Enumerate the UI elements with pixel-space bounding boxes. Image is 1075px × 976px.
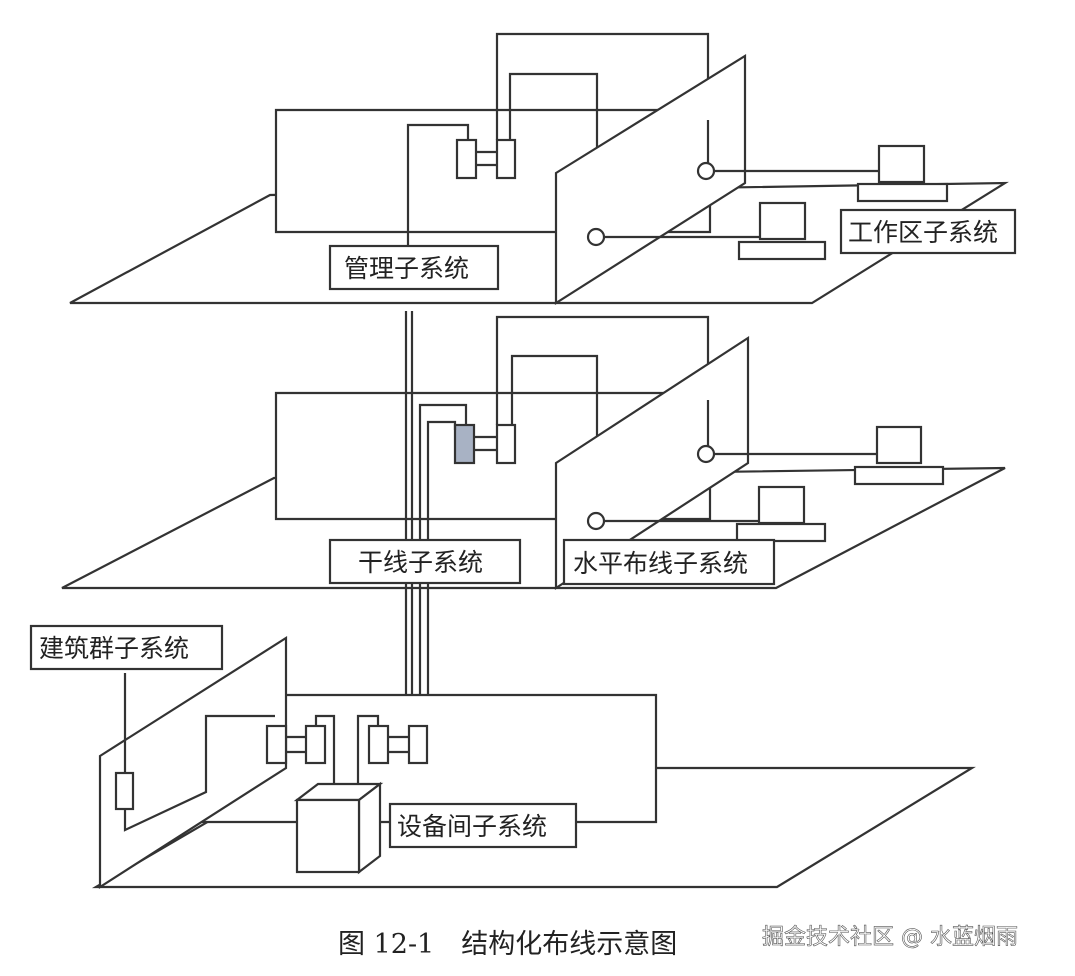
building-group-label-box bbox=[29, 624, 224, 671]
watermark: 掘金技术社区 @ 水蓝烟雨 bbox=[762, 925, 1018, 950]
workstation-middle-1 bbox=[853, 425, 945, 486]
workstation-top-2 bbox=[737, 201, 827, 261]
outlet-middle-2 bbox=[586, 511, 606, 531]
backbone-riser: 干线子系统 bbox=[328, 311, 522, 720]
outlet-top-1 bbox=[696, 161, 716, 181]
outlet-middle-1 bbox=[696, 444, 716, 464]
horizontal-label-box bbox=[562, 538, 776, 586]
management-vertical-cable bbox=[406, 123, 470, 250]
backbone-label: 干线子系统 bbox=[358, 548, 483, 577]
management-label-box bbox=[328, 244, 500, 291]
backbone-label-box bbox=[328, 538, 522, 585]
workstation-top-1 bbox=[856, 144, 949, 203]
work-area-label: 工作区子系统 bbox=[848, 218, 998, 247]
equip-panel-3 bbox=[367, 724, 390, 765]
equipment-room-label-box bbox=[388, 802, 578, 849]
patch-panel-middle-right bbox=[495, 423, 517, 465]
workstation-middle-2-screen bbox=[757, 485, 806, 525]
figure-caption: 图 12-1 结构化布线示意图 bbox=[338, 929, 677, 960]
workstation-top-2-keyboard bbox=[737, 240, 827, 261]
patch-panel-middle-left bbox=[453, 423, 476, 465]
equip-panel-4 bbox=[407, 724, 429, 765]
equip-cable-1 bbox=[314, 714, 336, 790]
workstation-middle-1-screen bbox=[875, 425, 923, 465]
workstation-top-1-keyboard bbox=[856, 182, 949, 203]
work-area-label-box bbox=[839, 208, 1017, 255]
floor-middle: 水平布线子系统 bbox=[61, 315, 1006, 591]
equipment-cabinet bbox=[293, 781, 384, 875]
floor-top: 管理子系统 工作区子系统 bbox=[69, 32, 1017, 306]
equip-panel-2 bbox=[304, 724, 327, 765]
floor-bottom-side-wall bbox=[98, 635, 288, 890]
patch-panel-top-left bbox=[455, 138, 478, 180]
workstation-top-2-screen bbox=[758, 201, 807, 241]
horizontal-label: 水平布线子系统 bbox=[573, 549, 748, 578]
cabinet-side bbox=[357, 781, 382, 875]
building-group-label: 建筑群子系统 bbox=[39, 634, 189, 663]
management-label: 管理子系统 bbox=[344, 254, 469, 283]
workstation-middle-2 bbox=[735, 485, 827, 543]
outlet-top-2 bbox=[586, 227, 606, 247]
building-entry-device bbox=[114, 771, 135, 811]
equip-panel-1 bbox=[265, 724, 288, 765]
floor-middle-partition bbox=[554, 335, 750, 591]
workstation-top-1-screen bbox=[877, 144, 926, 184]
workstation-middle-1-keyboard bbox=[853, 465, 945, 486]
workstation-middle-2-keyboard bbox=[735, 522, 827, 543]
floor-bottom: 设备间子系统 建筑群子系统 bbox=[29, 624, 976, 890]
equip-cable-2 bbox=[356, 714, 380, 790]
cabinet-front bbox=[295, 798, 361, 874]
patch-panel-top-right bbox=[495, 138, 517, 180]
equipment-room-label: 设备间子系统 bbox=[397, 812, 547, 841]
